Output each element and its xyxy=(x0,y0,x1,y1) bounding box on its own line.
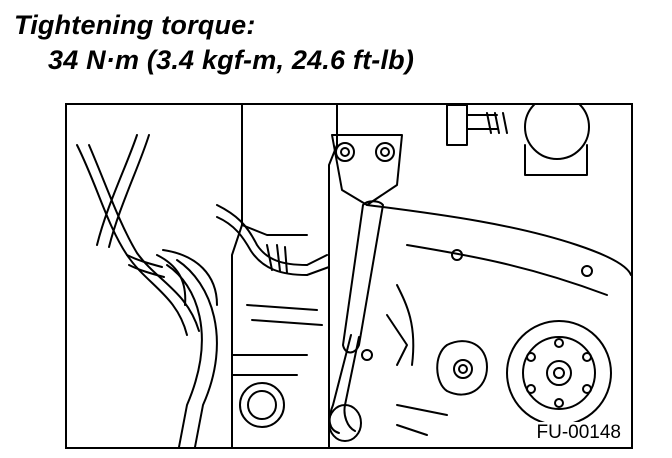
figure-code: FU-00148 xyxy=(534,422,623,444)
torque-heading: Tightening torque: xyxy=(14,10,256,40)
torque-value: 34 N·m (3.4 kgf-m, 24.6 ft-lb) xyxy=(48,45,415,75)
engine-drawing-icon xyxy=(76,105,631,447)
engine-illustration: FU-00148 xyxy=(65,103,633,449)
